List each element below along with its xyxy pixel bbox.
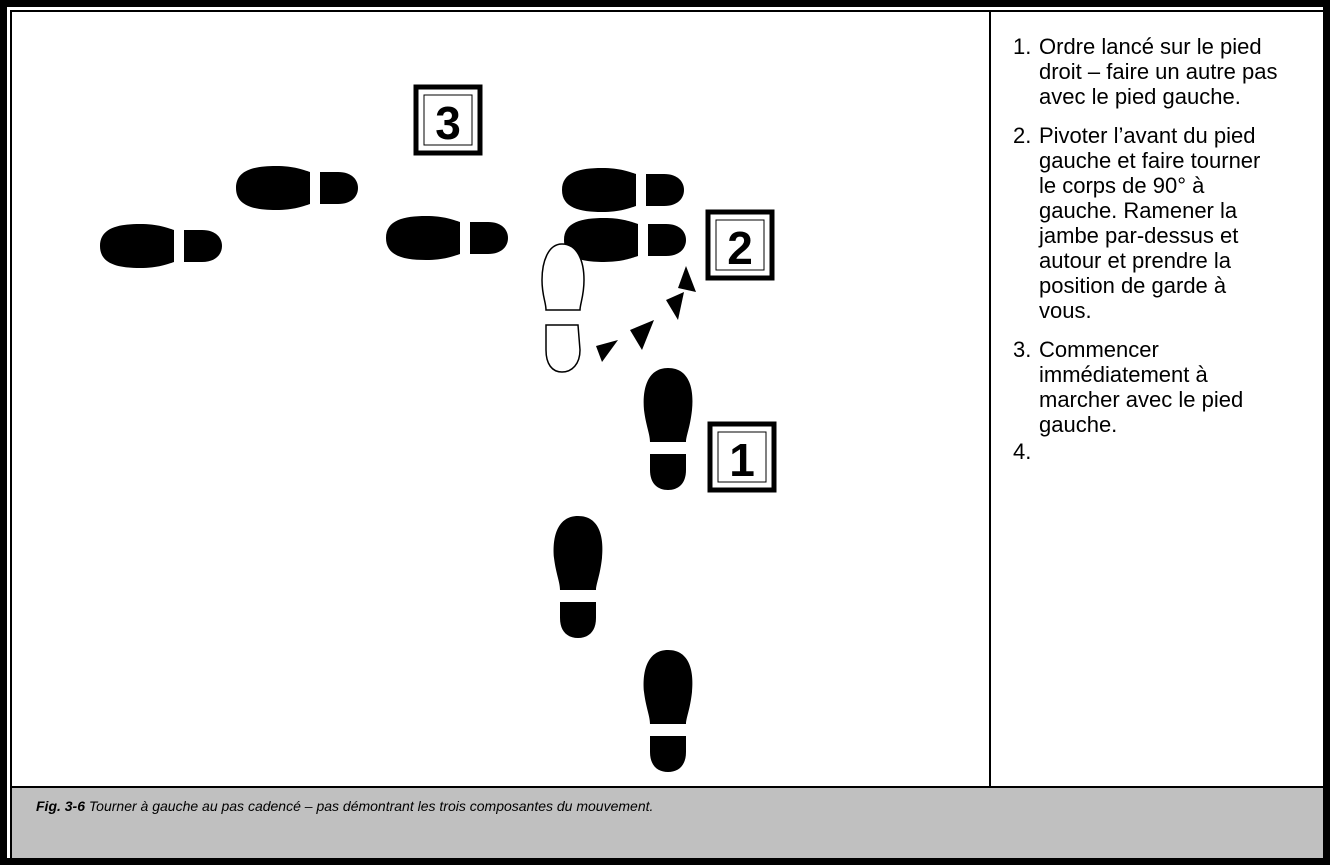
step-number: 2. xyxy=(1013,123,1032,148)
footprint-left xyxy=(643,650,693,772)
figure-caption-text: Tourner à gauche au pas cadencé – pas dé… xyxy=(85,798,654,814)
figure-caption-bar: Fig. 3-6 Tourner à gauche au pas cadencé… xyxy=(12,786,1323,858)
footprint-left xyxy=(564,218,686,262)
svg-text:3: 3 xyxy=(435,97,461,149)
pivot-arrows xyxy=(596,266,696,362)
svg-text:1: 1 xyxy=(729,434,755,486)
footprint-left xyxy=(643,368,693,490)
step-number: 1. xyxy=(1013,34,1032,59)
footprint-right xyxy=(562,168,684,212)
footprint-left xyxy=(386,216,508,260)
step-marker-1: 1 xyxy=(707,421,777,493)
figure-label: Fig. 3-6 xyxy=(36,798,86,814)
footprint-right xyxy=(236,166,358,210)
step-text: Commencer immédiatement à marcher avec l… xyxy=(1039,337,1244,437)
steps-panel: 1. Ordre lancé sur le pied droit – faire… xyxy=(991,12,1323,785)
footstep-diagram: 3 2 1 xyxy=(12,12,989,785)
step-number: 4. xyxy=(1013,439,1032,464)
step-marker-2: 2 xyxy=(705,209,775,281)
step-text xyxy=(1039,439,1279,464)
panel-divider xyxy=(989,12,991,786)
pivot-footprint-outline xyxy=(541,243,585,373)
footprint-right xyxy=(553,516,603,638)
step-item: 1. Ordre lancé sur le pied droit – faire… xyxy=(1013,34,1313,109)
footprint-left xyxy=(100,224,222,268)
step-marker-3: 3 xyxy=(413,84,483,156)
steps-list: 1. Ordre lancé sur le pied droit – faire… xyxy=(1013,34,1313,478)
step-text: Pivoter l’avant du pied gauche et faire … xyxy=(1039,123,1261,323)
step-item: 4. xyxy=(1013,439,1313,464)
step-item: 2. Pivoter l’avant du pied gauche et fai… xyxy=(1013,123,1313,323)
step-item: 3. Commencer immédiatement à marcher ave… xyxy=(1013,337,1313,437)
figure-caption: Fig. 3-6 Tourner à gauche au pas cadencé… xyxy=(36,798,653,814)
svg-text:2: 2 xyxy=(727,222,753,274)
step-number: 3. xyxy=(1013,337,1032,362)
step-text: Ordre lancé sur le pied droit – faire un… xyxy=(1039,34,1278,109)
